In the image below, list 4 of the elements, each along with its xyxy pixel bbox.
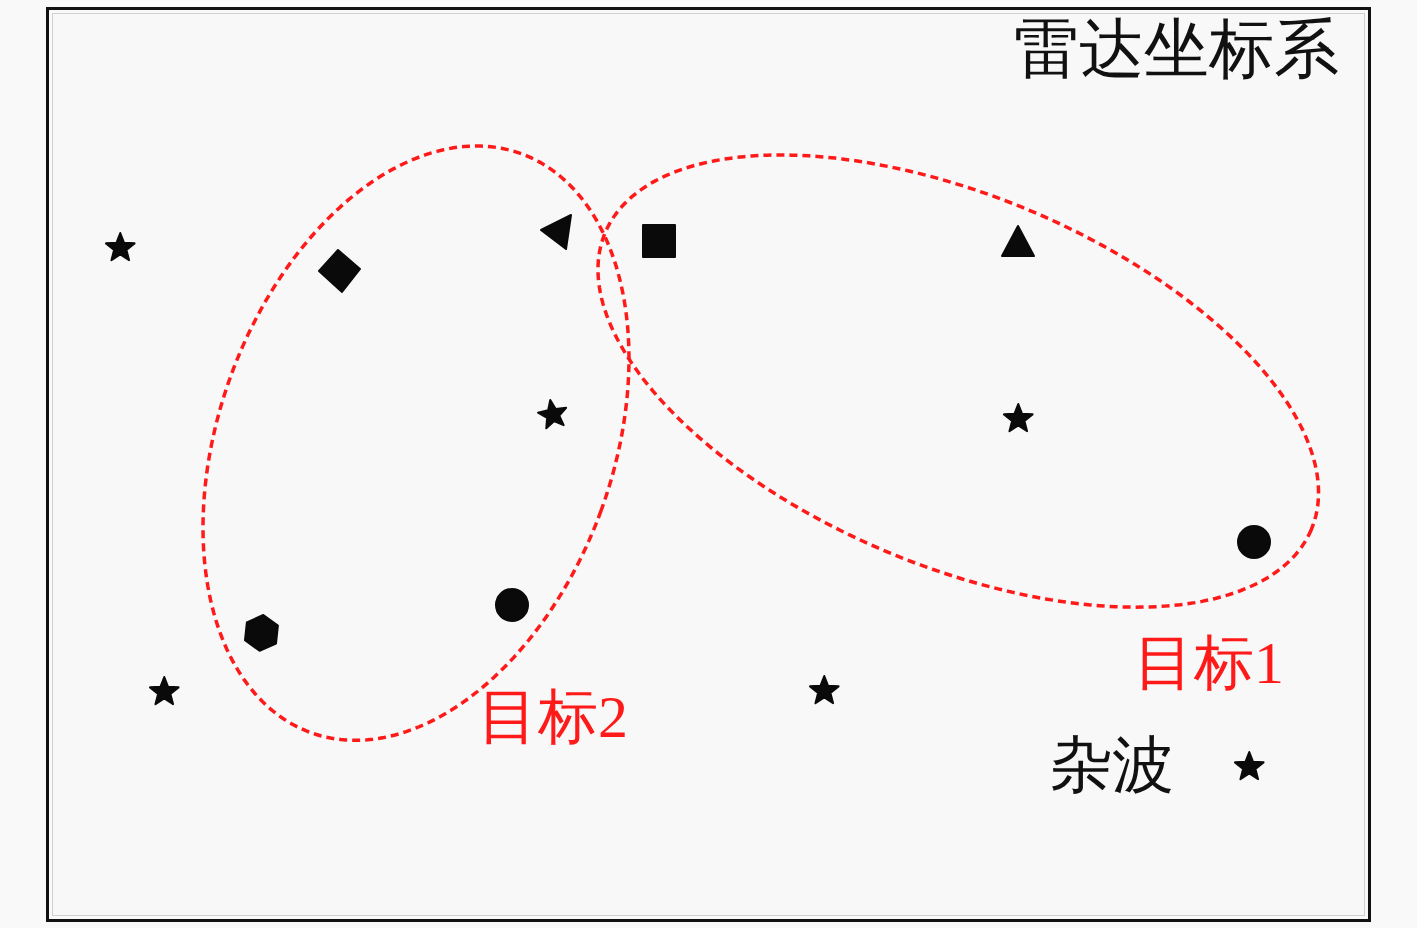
target-label: 目标1 bbox=[1134, 630, 1284, 696]
legend-label: 杂波 bbox=[1050, 731, 1174, 800]
target-label: 目标2 bbox=[478, 684, 628, 750]
diagram-title: 雷达坐标系 bbox=[1014, 14, 1339, 86]
